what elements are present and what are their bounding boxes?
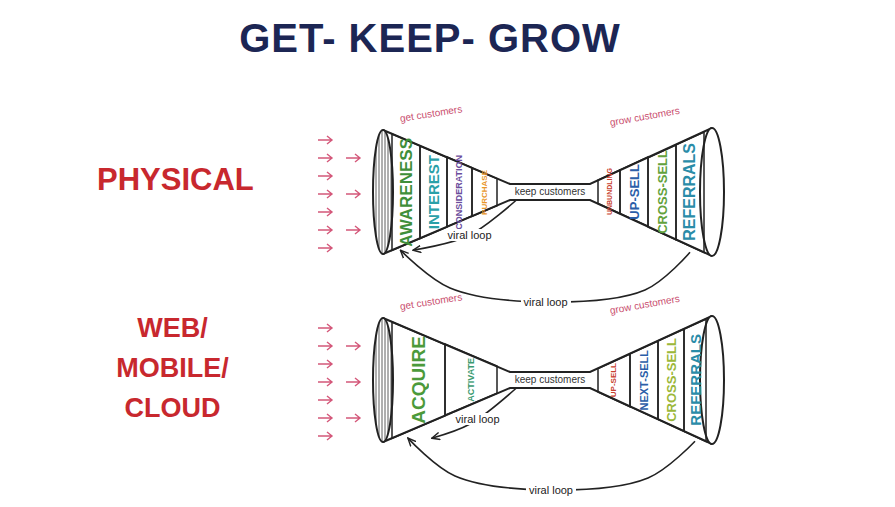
edge-label: viral loop <box>445 229 495 241</box>
band-outline <box>620 157 648 226</box>
band-label: AWARENESS <box>398 138 415 247</box>
funnel-band: UP-SELL <box>598 354 630 407</box>
incoming-arrow <box>318 414 332 422</box>
incoming-arrow <box>318 432 332 440</box>
incoming-arrow <box>318 208 332 216</box>
band-outline <box>445 344 497 415</box>
band-outline <box>392 134 420 250</box>
viral-loop-arrow <box>408 438 695 490</box>
band-label: CROSS-SELL <box>665 338 678 422</box>
band-label: UP-SELL <box>628 164 641 220</box>
incoming-arrow <box>318 154 332 162</box>
band-label: UNBUNDLING <box>606 168 613 215</box>
band-outline <box>392 322 445 438</box>
edge-label: viral loop <box>526 484 576 496</box>
band-label: ACTIVATE <box>467 358 476 402</box>
incoming-arrow <box>318 226 332 234</box>
funnel-mouth <box>700 316 724 444</box>
phase-label: get customers <box>399 103 463 124</box>
funnel-band: REFERRALS <box>684 319 706 441</box>
band-outline <box>676 132 704 253</box>
edge-label: viral loop <box>453 413 503 425</box>
funnel-outline <box>383 128 712 256</box>
funnel-mouth <box>373 130 393 254</box>
funnel-mouth <box>373 318 393 442</box>
band-label: NEXT-SELL <box>639 350 650 411</box>
incoming-arrow <box>318 360 332 368</box>
band-outline <box>630 341 658 419</box>
incoming-arrow <box>318 244 332 252</box>
funnel-band: REFERRALS <box>676 132 704 253</box>
incoming-arrow <box>318 342 332 350</box>
band-outline <box>420 146 447 239</box>
band-outline <box>684 319 706 441</box>
funnel-band: ACTIVATE <box>445 344 497 415</box>
incoming-arrow <box>346 414 360 422</box>
incoming-arrow <box>346 378 360 386</box>
stage-label: keep customers <box>515 187 586 197</box>
funnel-band: AWARENESS <box>392 134 420 250</box>
incoming-arrow <box>318 136 332 144</box>
funnel-band: INTEREST <box>420 146 447 239</box>
band-label: ACQUIRE <box>409 336 428 424</box>
incoming-arrow <box>346 342 360 350</box>
band-outline <box>648 145 676 240</box>
incoming-arrow <box>318 378 332 386</box>
channel-heading: WEB/ MOBILE/ CLOUD <box>100 308 245 428</box>
phase-label: get customers <box>399 291 463 312</box>
incoming-arrow <box>318 396 332 404</box>
stage-label: keep customers <box>515 375 586 385</box>
incoming-arrow <box>318 190 332 198</box>
neck-outline <box>510 184 590 200</box>
funnel-band: ACQUIRE <box>392 322 445 438</box>
channel-heading: PHYSICAL <box>97 162 254 198</box>
funnel-band: NEXT-SELL <box>630 341 658 419</box>
phase-label: grow customers <box>609 105 680 128</box>
edge-label: viral loop <box>521 296 571 308</box>
funnel-outline <box>383 316 712 444</box>
incoming-arrow <box>346 190 360 198</box>
band-label: PURCHASE <box>481 170 489 215</box>
incoming-arrow <box>318 172 332 180</box>
funnel-band: CROSS-SELL <box>658 329 684 431</box>
band-outline <box>472 168 497 216</box>
band-label: CONSIDERATION <box>455 155 464 230</box>
incoming-arrow <box>346 154 360 162</box>
funnel-band: UP-SELL <box>620 157 648 226</box>
band-outline <box>658 329 684 431</box>
funnel-neck: keep customers <box>510 372 590 388</box>
band-label: REFERRALS <box>682 143 698 241</box>
band-outline <box>598 354 630 407</box>
funnel-band: CROSS-SELL <box>648 145 676 240</box>
band-label: UP-SELL <box>610 363 618 397</box>
band-label: INTEREST <box>426 155 441 229</box>
incoming-arrow <box>318 324 332 332</box>
incoming-arrow <box>346 226 360 234</box>
diagram-title: GET- KEEP- GROW <box>0 16 860 61</box>
funnel-band: CONSIDERATION <box>447 157 472 227</box>
funnel-band: UNBUNDLING <box>598 170 620 214</box>
neck-outline <box>510 372 590 388</box>
funnel-band: PURCHASE <box>472 168 497 216</box>
phase-label: grow customers <box>609 293 680 316</box>
band-label: REFERRALS <box>688 334 703 426</box>
band-label: CROSS-SELL <box>656 150 669 234</box>
funnel-neck: keep customers <box>510 184 590 200</box>
